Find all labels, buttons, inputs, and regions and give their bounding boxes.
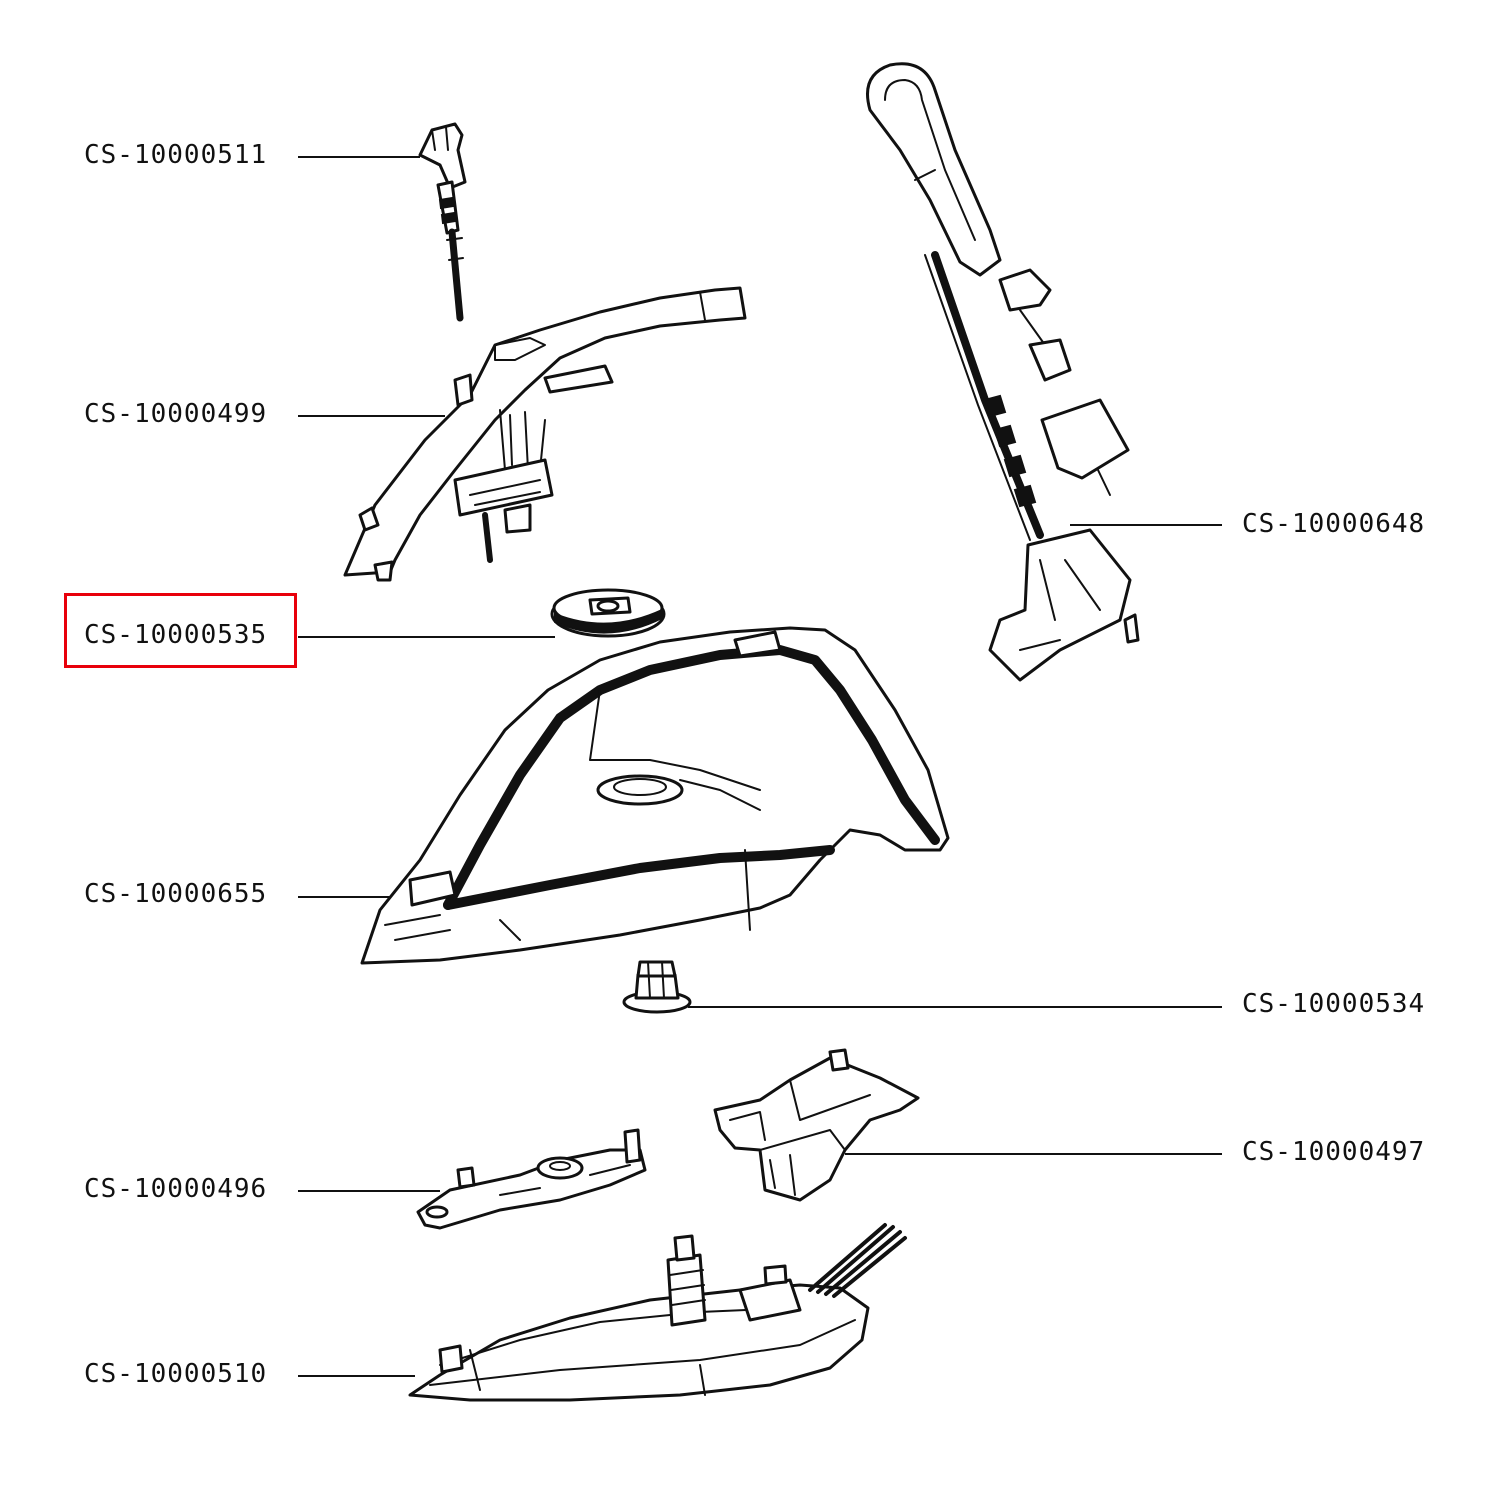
selected-part-highlight xyxy=(64,593,297,668)
part-label-cs-10000510[interactable]: CS-10000510 xyxy=(84,1359,268,1389)
iron-body-shell-part xyxy=(360,626,950,965)
part-label-cs-10000511[interactable]: CS-10000511 xyxy=(84,140,268,170)
ring-disc-part xyxy=(550,588,666,638)
selector-plate-part xyxy=(416,1128,647,1230)
steam-rod-part xyxy=(418,122,467,322)
soleplate-part xyxy=(408,1223,907,1402)
power-cord-part xyxy=(866,62,1140,682)
part-label-cs-10000499[interactable]: CS-10000499 xyxy=(84,399,268,429)
part-label-cs-10000497[interactable]: CS-10000497 xyxy=(1242,1137,1426,1167)
part-label-cs-10000655[interactable]: CS-10000655 xyxy=(84,879,268,909)
part-label-cs-10000534[interactable]: CS-10000534 xyxy=(1242,989,1426,1019)
small-knob-part xyxy=(622,960,692,1014)
thermostat-housing-part xyxy=(713,1048,920,1202)
part-label-cs-10000648[interactable]: CS-10000648 xyxy=(1242,509,1426,539)
part-label-cs-10000535[interactable]: CS-10000535 xyxy=(84,620,268,650)
handle-cover-part xyxy=(343,286,747,582)
part-label-cs-10000496[interactable]: CS-10000496 xyxy=(84,1174,268,1204)
